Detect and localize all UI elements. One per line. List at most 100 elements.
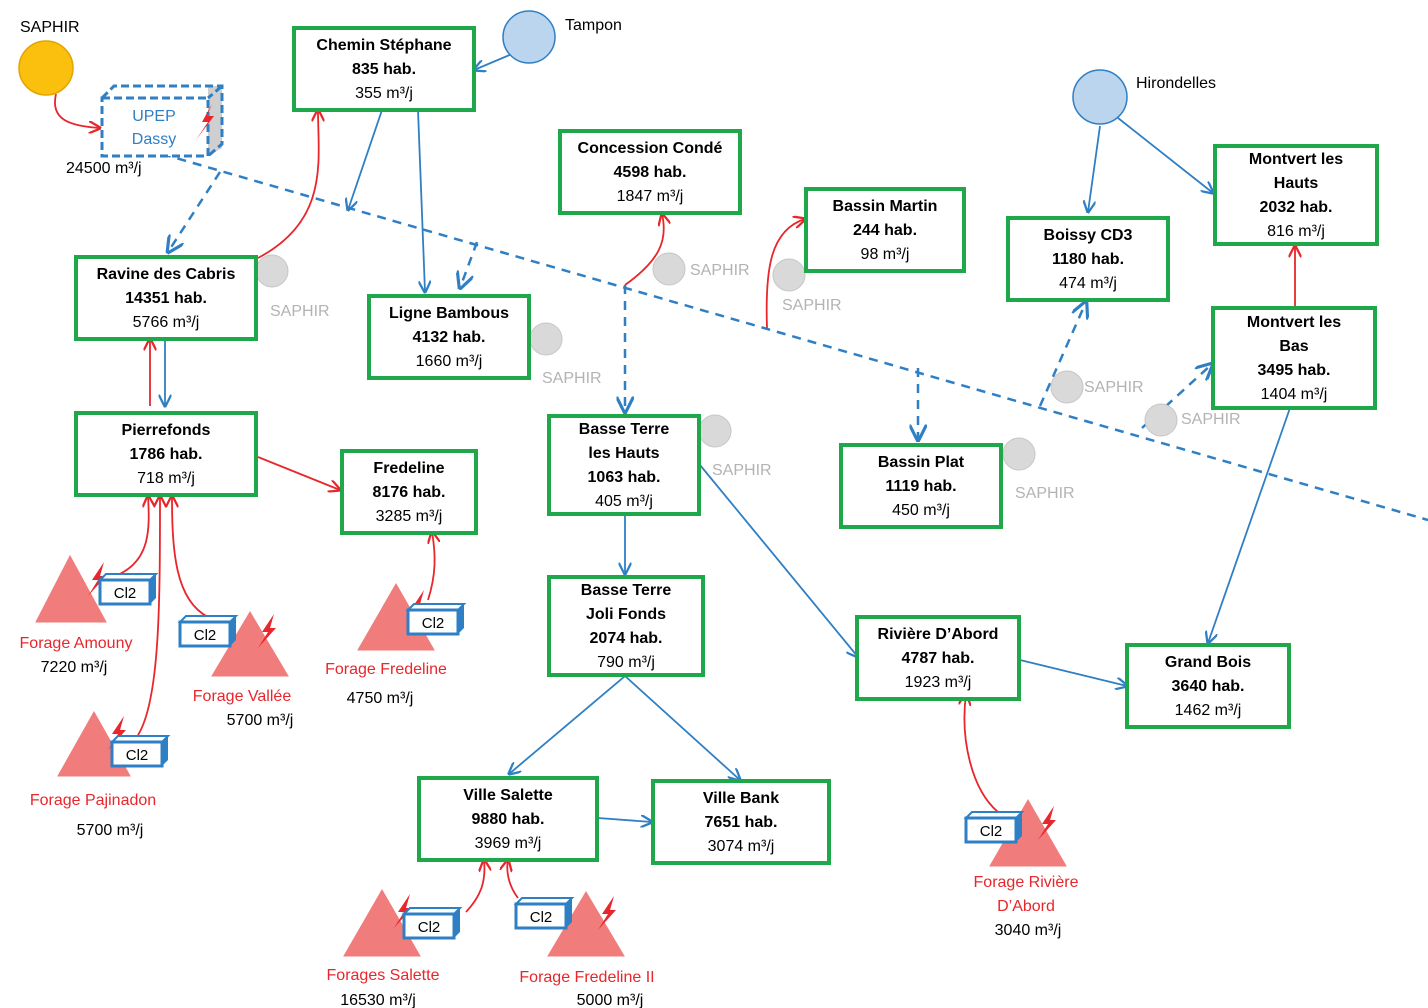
node-name: Boissy CD3 (1044, 227, 1133, 244)
node-box (1213, 144, 1379, 246)
chlorination-box: Cl2 (97, 573, 159, 606)
forage-flow: 7220 m³/j (41, 659, 108, 676)
lightning-icon (598, 896, 616, 930)
node-population: 3495 hab. (1258, 362, 1331, 379)
reservoir-icon (502, 10, 556, 64)
saphir-point: SAPHIR (1002, 437, 1075, 502)
forage-flow: 5000 m³/j (577, 992, 644, 1008)
node-name: Hauts (1274, 175, 1319, 192)
hirondelles-reservoir: Hirondelles (1072, 69, 1216, 125)
node-name: Basse Terre (581, 582, 672, 599)
node-box (839, 443, 1003, 529)
node-ville-salette: Ville Salette 9880 hab. 3969 m³/j (417, 776, 599, 862)
node-name: Bassin Plat (878, 454, 965, 471)
forage-flow: 3040 m³/j (995, 922, 1062, 939)
node-volume: 1847 m³/j (617, 188, 684, 205)
node-population: 2032 hab. (1260, 199, 1333, 216)
tampon-reservoir: Tampon (502, 10, 622, 64)
saphir-point-label: SAPHIR (712, 462, 772, 479)
forage-flow: 5700 m³/j (227, 712, 294, 729)
node-population: 4598 hab. (614, 164, 687, 181)
node-name: Concession Condé (578, 140, 723, 157)
upep-dassy: UPEP Dassy 24500 m³/j (66, 84, 224, 177)
node-volume: 405 m³/j (595, 493, 653, 510)
chlorination-box: Cl2 (963, 811, 1025, 844)
node-volume: 1660 m³/j (416, 353, 483, 370)
node-volume: 450 m³/j (892, 502, 950, 519)
saphir-point-label: SAPHIR (270, 303, 330, 320)
node-volume: 1404 m³/j (1261, 386, 1328, 403)
blue-flow-arrows (165, 53, 1291, 822)
node-population: 4787 hab. (902, 650, 975, 667)
upep-label: Dassy (132, 131, 176, 148)
node-box (547, 575, 705, 677)
node-name: Montvert les (1249, 151, 1343, 168)
node-box (651, 779, 831, 865)
saphir-point-icon (1002, 437, 1036, 471)
node-name: Montvert les (1247, 314, 1341, 331)
node-population: 9880 hab. (472, 811, 545, 828)
node-box (340, 449, 478, 535)
saphir-point-icon (1144, 403, 1178, 437)
node-bassin-plat: Bassin Plat 1119 hab. 450 m³/j (839, 443, 1003, 529)
saphir-point-label: SAPHIR (1084, 379, 1144, 396)
forage-name: Forage Pajinadon (30, 792, 156, 809)
saphir-point-icon (255, 254, 289, 288)
borehole-triangle-icon (35, 554, 107, 623)
cl2-label: Cl2 (422, 615, 445, 632)
node-name: Ville Salette (463, 787, 553, 804)
saphir-point-icon (1050, 370, 1084, 404)
forage-flow: 4750 m³/j (347, 690, 414, 707)
node-box (367, 294, 531, 380)
node-population: 4132 hab. (413, 329, 486, 346)
node-box (74, 411, 258, 497)
saphir-point: SAPHIR (1144, 403, 1241, 437)
forage-name: Forage Fredeline II (519, 969, 654, 986)
node-population: 1119 hab. (885, 478, 956, 495)
chlorination-box: Cl2 (405, 603, 467, 636)
saphir-point: SAPHIR (772, 258, 842, 314)
node-box (1211, 306, 1377, 410)
node-volume: 816 m³/j (1267, 223, 1325, 240)
node-volume: 790 m³/j (597, 654, 655, 671)
node-volume: 718 m³/j (137, 470, 195, 487)
forage-flow: 16530 m³/j (340, 992, 416, 1008)
saphir-point: SAPHIR (255, 254, 330, 320)
red-flow-arrows (54, 93, 1295, 913)
saphir-point-label: SAPHIR (542, 370, 602, 387)
cl2-label: Cl2 (530, 909, 553, 926)
saphir-point: SAPHIR (529, 322, 602, 387)
lightning-icon (1038, 806, 1056, 840)
node-name: Chemin Stéphane (316, 37, 451, 54)
node-population: 1180 hab. (1052, 251, 1124, 268)
node-name: Joli Fonds (586, 606, 666, 623)
lightning-icon (394, 894, 412, 928)
node-population: 3640 hab. (1172, 678, 1245, 695)
saphir-point: SAPHIR (1050, 370, 1144, 404)
forage-name: Forages Salette (327, 967, 440, 984)
node-population: 14351 hab. (125, 290, 207, 307)
node-population: 1063 hab. (588, 469, 661, 486)
node-box (1125, 643, 1291, 729)
forage-flow: 5700 m³/j (77, 822, 144, 839)
saphir-point-icon (698, 414, 732, 448)
lightning-icon (196, 104, 214, 140)
node-population: 1786 hab. (130, 446, 203, 463)
upep-flow: 24500 m³/j (66, 160, 142, 177)
forage-name: Forage Amouny (20, 635, 133, 652)
saphir-point-label: SAPHIR (1181, 411, 1241, 428)
lightning-icon (258, 614, 276, 648)
node-volume: 3969 m³/j (475, 835, 542, 852)
node-population: 835 hab. (352, 61, 416, 78)
node-box (804, 187, 966, 273)
